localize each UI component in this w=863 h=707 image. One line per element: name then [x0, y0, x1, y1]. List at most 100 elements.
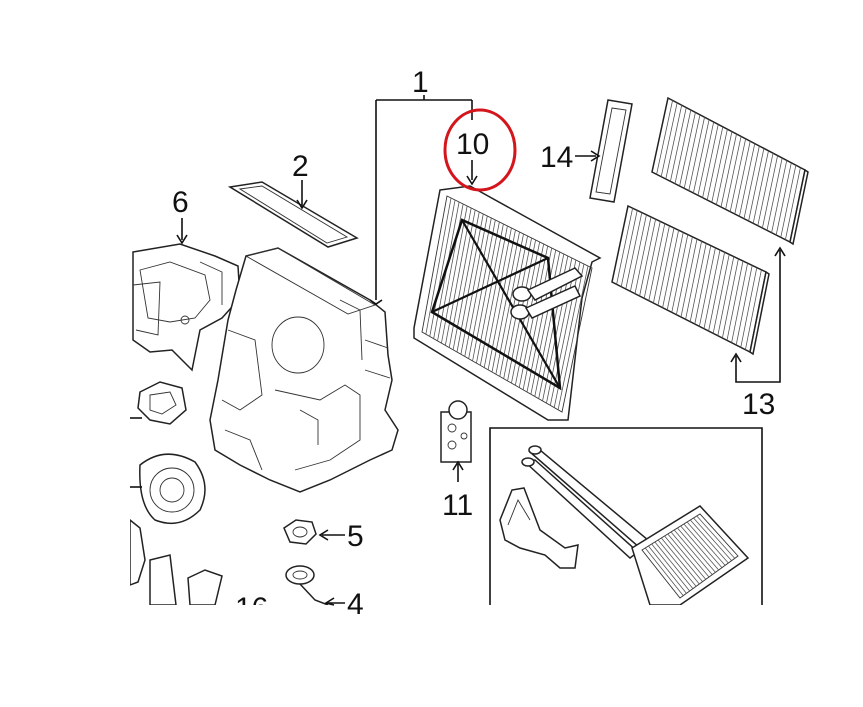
hatch-line — [780, 165, 797, 238]
leader-lines — [176, 95, 786, 606]
hatch-line — [683, 523, 723, 568]
hatch-line — [757, 153, 774, 226]
filter-pleats — [616, 208, 762, 350]
part-blower-motor[interactable] — [130, 381, 223, 605]
hatch-line — [677, 527, 716, 573]
callout-11[interactable]: 11 — [442, 489, 473, 522]
hatch-line — [725, 136, 742, 210]
hatch-line — [785, 167, 801, 240]
part-13-cabin-filter-lower[interactable] — [611, 204, 770, 356]
hatch-line — [745, 269, 762, 350]
hatch-line — [702, 124, 719, 198]
hatch-line — [676, 236, 693, 315]
heater-core-fins — [644, 515, 736, 596]
hatch-line — [703, 249, 721, 329]
evaporator-pipes — [510, 267, 584, 320]
hatch-line — [648, 223, 666, 301]
hatch-line — [731, 263, 748, 343]
hatch-line — [690, 519, 729, 564]
hatch-line — [616, 208, 633, 285]
hatch-line — [679, 112, 696, 187]
hatch-line — [557, 265, 589, 410]
hatch-line — [717, 256, 735, 336]
hatch-line — [634, 216, 652, 294]
hatch-line — [639, 219, 656, 297]
hatch-line — [740, 267, 758, 348]
hatch-line — [673, 529, 713, 575]
heater-core-inset[interactable] — [489, 427, 763, 605]
hatch-line — [674, 109, 692, 184]
hatch-line — [660, 102, 678, 177]
callout-2[interactable]: 2 — [292, 150, 309, 183]
hatch-line — [530, 251, 561, 395]
callout-16[interactable]: 16 — [235, 592, 268, 625]
callout-4[interactable]: 4 — [347, 588, 364, 621]
hatch-line — [743, 145, 760, 219]
hatch-line — [425, 197, 452, 335]
hatch-line — [726, 260, 744, 341]
hatch-line — [666, 232, 684, 311]
hatch-line — [708, 252, 725, 332]
hatch-line — [667, 533, 707, 580]
hatch-line — [625, 212, 643, 290]
part-14-filter-frame[interactable] — [589, 99, 633, 203]
hatch-line — [752, 150, 769, 224]
hatch-line — [526, 249, 557, 393]
hatch-line — [653, 225, 670, 304]
highlight-circle — [443, 108, 517, 192]
hatch-line — [657, 227, 675, 306]
callout-10[interactable]: 10 — [456, 128, 489, 161]
hatch-line — [643, 221, 661, 299]
hatch-line — [680, 525, 719, 571]
hatch-line — [762, 155, 778, 229]
hatch-line — [711, 129, 728, 203]
hatch-line — [651, 543, 690, 592]
filter-pleats — [656, 100, 801, 240]
callout-13[interactable]: 13 — [742, 388, 775, 421]
hatch-line — [487, 229, 516, 370]
hatch-line — [662, 230, 679, 308]
part-13-cabin-filter-upper[interactable] — [651, 96, 809, 246]
hatch-line — [729, 138, 747, 212]
hatch-line — [697, 121, 715, 196]
hatch-line — [620, 210, 638, 287]
hatch-line — [735, 265, 753, 346]
hatch-line — [683, 114, 701, 189]
hatch-line — [648, 545, 687, 594]
hatch-line — [546, 259, 577, 404]
part-4-drain[interactable] — [285, 565, 329, 605]
part-6-blower-housing[interactable] — [132, 243, 241, 372]
callout-6[interactable]: 6 — [172, 186, 189, 219]
part-5-grommet[interactable] — [283, 519, 317, 545]
hatch-line — [522, 247, 553, 390]
hatch-line — [722, 258, 739, 339]
hatch-line — [694, 245, 712, 325]
hatch-line — [771, 160, 788, 233]
hatch-line — [706, 126, 724, 201]
callout-1[interactable]: 1 — [412, 66, 429, 99]
hatch-line — [693, 517, 732, 561]
hatch-line — [657, 539, 697, 587]
hatch-line — [696, 515, 736, 559]
hatch-line — [775, 162, 792, 236]
hatch-line — [689, 243, 707, 322]
hatch-line — [495, 233, 524, 375]
hatch-line — [712, 254, 730, 334]
part-11-expansion-valve[interactable] — [440, 400, 472, 463]
callout-14[interactable]: 14 — [540, 141, 573, 174]
hatch-line — [491, 231, 520, 373]
hatch-line — [665, 105, 683, 180]
hatch-line — [644, 547, 684, 596]
hatch-line — [716, 131, 733, 205]
hatch-line — [630, 214, 647, 292]
callout-5[interactable]: 5 — [347, 520, 364, 553]
part-10-evaporator-core[interactable] — [413, 185, 602, 421]
part-1-hvac-case[interactable] — [209, 247, 399, 493]
part-2-filter-frame[interactable] — [227, 181, 359, 248]
hatch-line — [688, 117, 705, 191]
hatch-line — [739, 143, 756, 217]
hatch-line — [766, 157, 783, 231]
hatch-line — [685, 241, 702, 320]
hatch-line — [686, 521, 726, 566]
